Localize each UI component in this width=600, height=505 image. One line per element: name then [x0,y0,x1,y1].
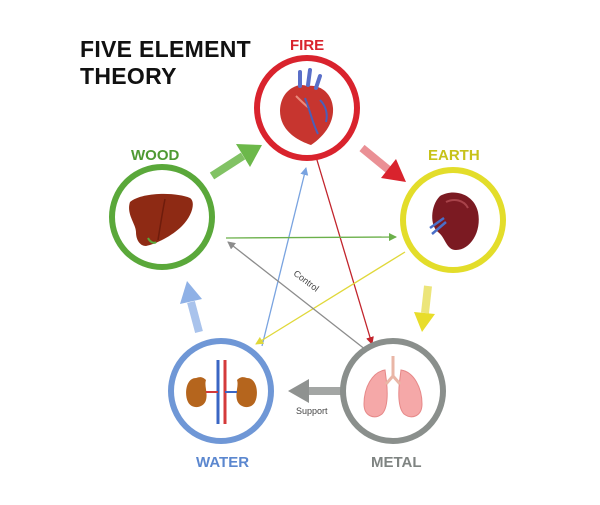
control-arrow-water-fire [261,167,309,347]
water-label: WATER [196,454,249,471]
control-arrow-fire-metal [313,149,374,345]
page-title: FIVE ELEMENT THEORY [80,36,251,90]
metal-circle [340,338,446,444]
kidneys-icon [186,360,257,424]
title-line-2: THEORY [80,63,177,89]
wood-label: WOOD [131,147,179,164]
heart-icon [280,68,334,145]
element-metal: METAL [340,338,446,471]
support-cycle: Support [180,144,435,416]
element-earth: EARTH [400,147,506,273]
lungs-icon [363,356,423,418]
support-arrow-metal-water [288,379,345,403]
support-arrow-water-wood [180,281,203,334]
support-arrow-earth-metal [414,285,435,332]
support-label: Support [296,406,328,416]
support-arrow-wood-fire [209,144,262,180]
title-line-1: FIVE ELEMENT [80,36,252,62]
control-label: Control [292,268,321,293]
spleen-icon [429,192,479,250]
control-cycle: Control [225,149,406,351]
fire-label: FIRE [290,37,324,54]
control-arrow-wood-earth [225,233,397,242]
control-arrow-metal-wood [227,241,367,351]
element-water: WATER [168,338,274,471]
earth-label: EARTH [428,147,480,164]
element-fire: FIRE [254,37,360,161]
water-circle [168,338,274,444]
liver-icon [129,193,193,246]
metal-label: METAL [371,454,422,471]
control-arrow-earth-water [255,251,406,345]
element-wood: WOOD [109,147,215,270]
support-arrow-fire-earth [359,144,406,182]
